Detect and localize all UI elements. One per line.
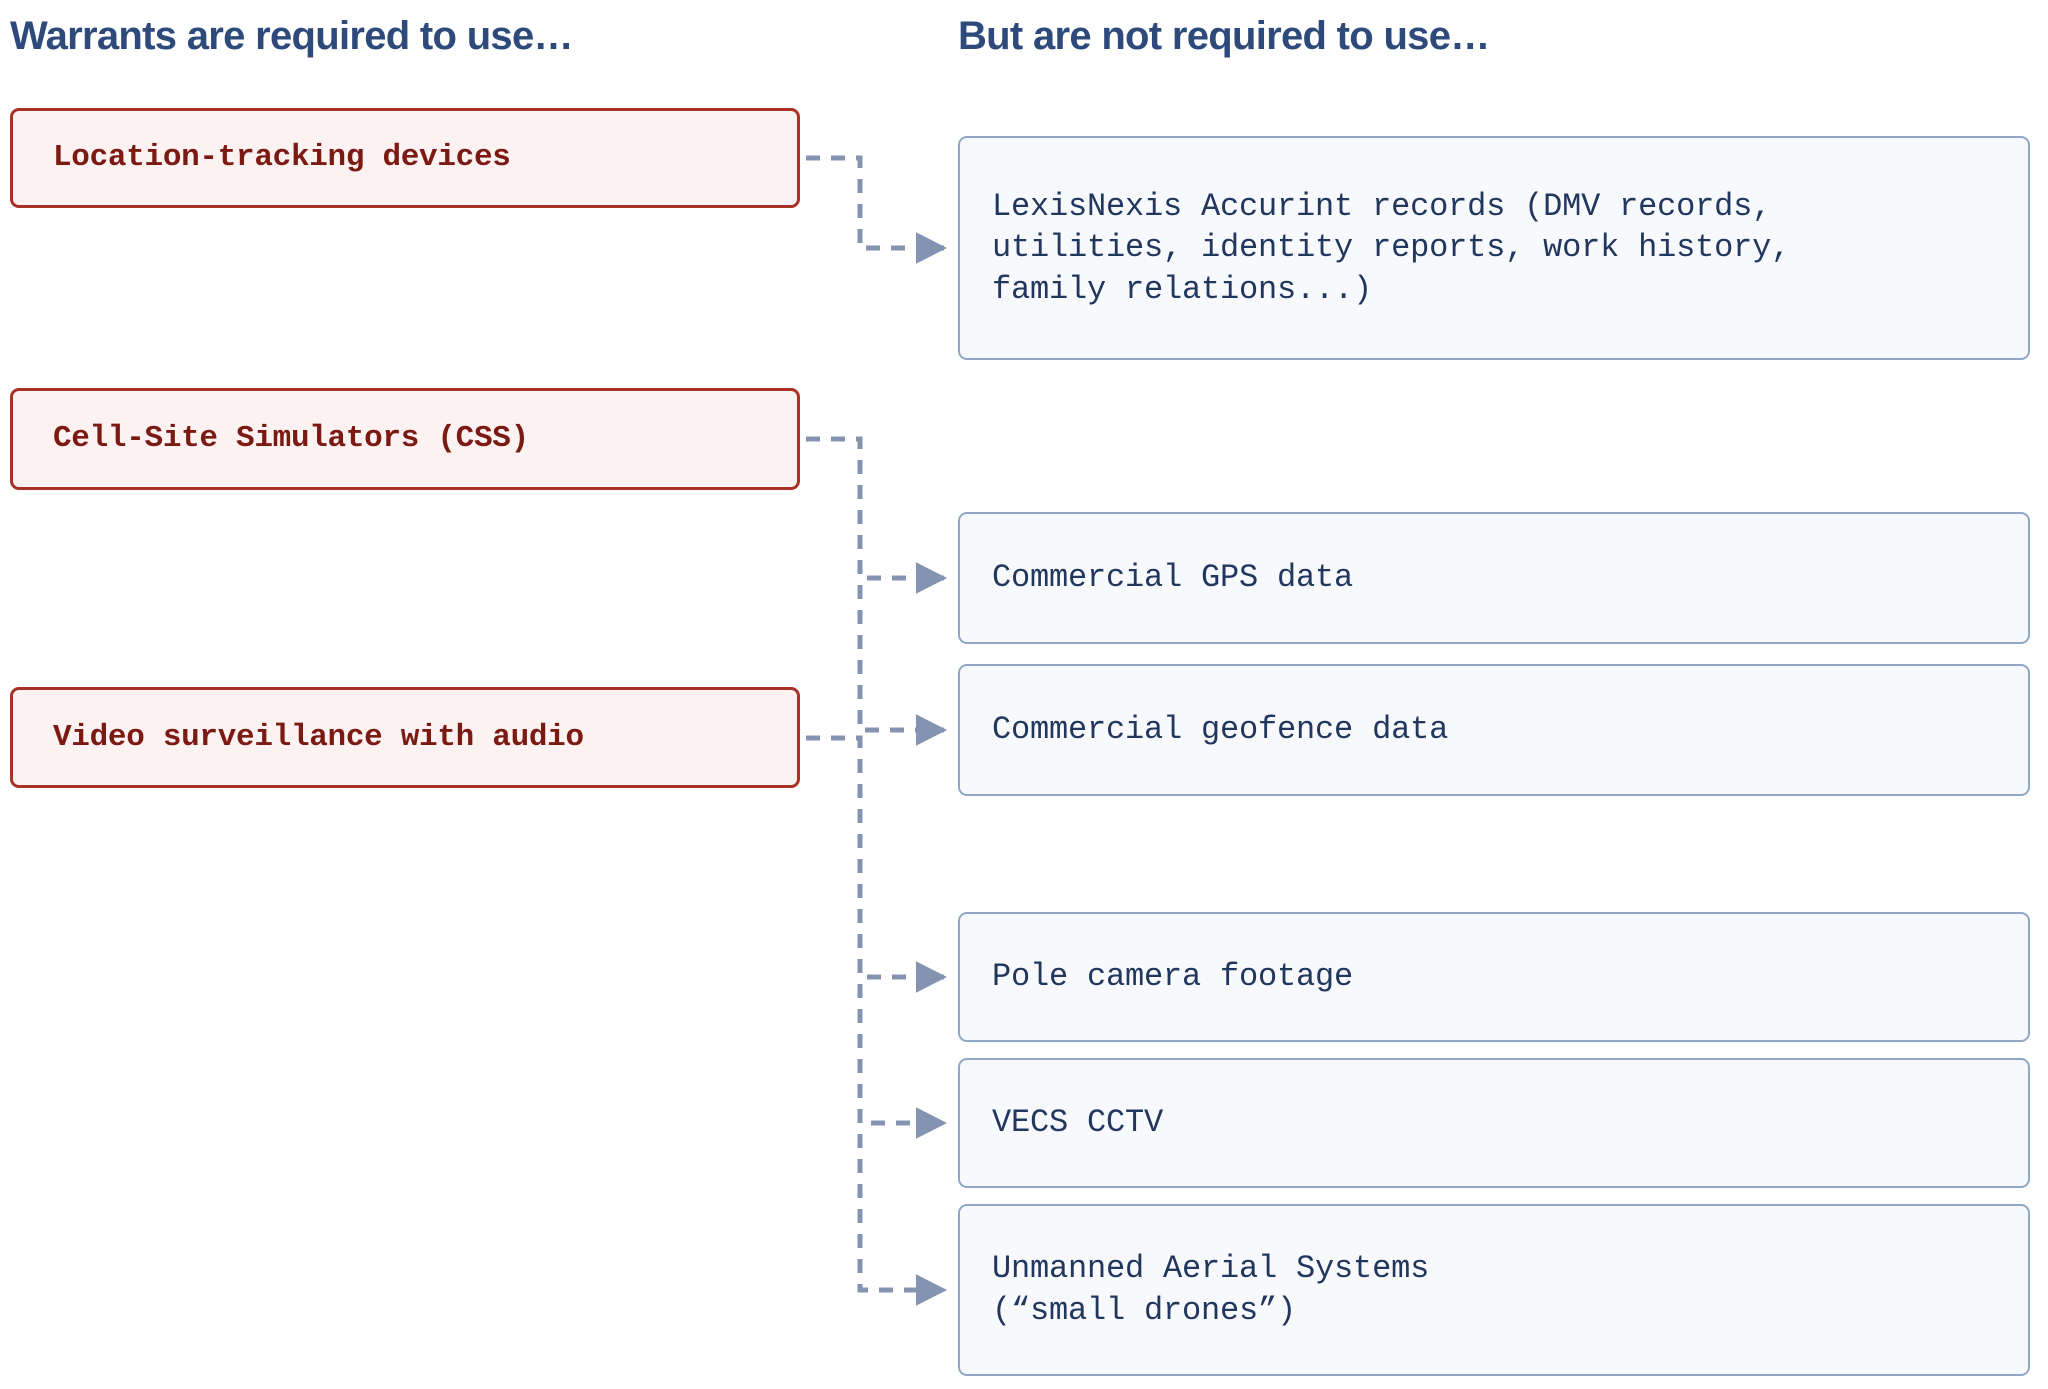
required-node-3-label: Video surveillance with audio bbox=[53, 719, 584, 755]
connector-3-1 bbox=[806, 735, 948, 993]
not-required-node-2-2-label: Commercial geofence data bbox=[992, 711, 1449, 749]
connector-3-3 bbox=[806, 735, 948, 1306]
not-required-node-3-3[interactable]: Unmanned Aerial Systems (“small drones”) bbox=[958, 1204, 2030, 1376]
not-required-node-3-3-label: Unmanned Aerial Systems (“small drones”) bbox=[992, 1250, 1430, 1329]
required-node-1-label: Location-tracking devices bbox=[53, 140, 511, 176]
not-required-node-2-1-label: Commercial GPS data bbox=[992, 559, 1354, 597]
required-node-3[interactable]: Video surveillance with audio bbox=[10, 687, 800, 788]
column-heading-not-required: But are not required to use… bbox=[958, 14, 1490, 58]
not-required-node-1-1-label: LexisNexis Accurint records (DMV records… bbox=[992, 187, 1791, 308]
connector-3-2 bbox=[806, 735, 948, 1139]
not-required-node-1-1[interactable]: LexisNexis Accurint records (DMV records… bbox=[958, 136, 2030, 360]
required-node-1[interactable]: Location-tracking devices bbox=[10, 108, 800, 208]
not-required-node-2-2[interactable]: Commercial geofence data bbox=[958, 664, 2030, 796]
not-required-node-3-2-label: VECS CCTV bbox=[992, 1104, 1164, 1142]
column-heading-required: Warrants are required to use… bbox=[10, 14, 574, 58]
not-required-node-3-1-label: Pole camera footage bbox=[992, 958, 1354, 996]
not-required-node-2-1[interactable]: Commercial GPS data bbox=[958, 512, 2030, 644]
connector-1-1 bbox=[806, 155, 948, 264]
connector-2-1 bbox=[806, 436, 948, 594]
not-required-node-3-2[interactable]: VECS CCTV bbox=[958, 1058, 2030, 1188]
connector-2-2 bbox=[806, 436, 948, 746]
required-node-2-label: Cell-Site Simulators (CSS) bbox=[53, 421, 529, 457]
required-node-2[interactable]: Cell-Site Simulators (CSS) bbox=[10, 388, 800, 490]
not-required-node-3-1[interactable]: Pole camera footage bbox=[958, 912, 2030, 1042]
